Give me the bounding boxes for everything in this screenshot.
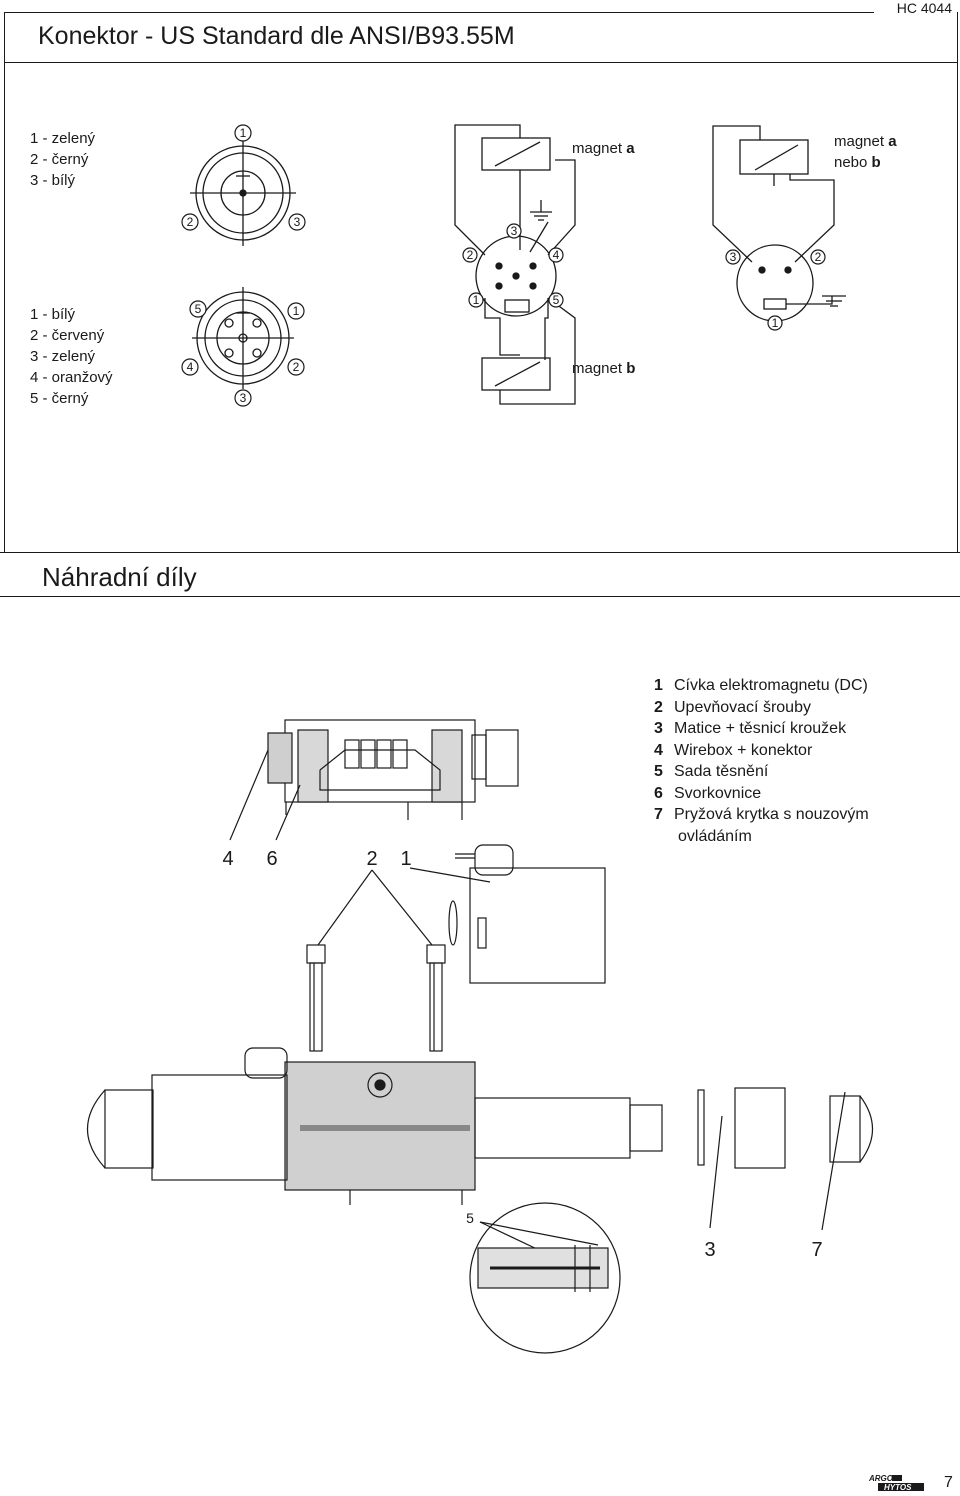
pin-label-5pin-2: 2 xyxy=(287,358,305,376)
callout-2: 2 xyxy=(366,848,377,870)
wire-item: 3 - bílý xyxy=(30,172,76,189)
connector-diagrams: 1 2 3 1 2 3 4 5 1 2 3 4 5 1 2 3 magnet a… xyxy=(181,124,897,407)
wire-item: 2 - černý xyxy=(30,151,89,168)
svg-text:4: 4 xyxy=(553,248,560,262)
section-title: Náhradní díly xyxy=(42,562,197,592)
pin-label-5pin-4: 4 xyxy=(181,358,199,376)
pin-label-schem5-4: 4 xyxy=(548,247,564,263)
magnet-b-label: magnet b xyxy=(572,360,635,377)
wire-list-5pin: 1 - bílý 2 - červený 3 - zelený 4 - oran… xyxy=(30,304,113,409)
screws-drawing xyxy=(306,944,446,1052)
seal-detail-drawing xyxy=(469,1202,621,1354)
pin-label-schem3-2: 2 xyxy=(810,249,826,265)
section-rule-bottom xyxy=(0,596,960,597)
svg-text:2: 2 xyxy=(467,248,474,262)
svg-text:1: 1 xyxy=(293,304,300,318)
wirebox-drawing xyxy=(267,719,519,820)
svg-text:3: 3 xyxy=(511,224,518,238)
callout-3: 3 xyxy=(704,1239,715,1261)
callout-4: 4 xyxy=(222,848,233,870)
document-code: HC 4044 xyxy=(896,0,952,16)
page-title: Konektor - US Standard dle ANSI/B93.55M xyxy=(38,22,515,50)
svg-text:1: 1 xyxy=(240,126,247,140)
svg-text:2: 2 xyxy=(815,250,822,264)
wire-item: 4 - oranžový xyxy=(30,369,113,386)
pin-label-schem3-1: 1 xyxy=(767,315,783,331)
schematic-5pole xyxy=(454,124,576,405)
nut-and-cap-drawing xyxy=(697,1087,873,1169)
exploded-drawing: 4 6 2 1 5 3 7 xyxy=(86,719,873,1354)
pin-label-schem3-3: 3 xyxy=(725,249,741,265)
wire-item: 5 - černý xyxy=(30,390,89,407)
wire-item: 1 - bílý xyxy=(30,306,76,323)
svg-text:2: 2 xyxy=(187,215,194,229)
wire-item: 2 - červený xyxy=(30,327,105,344)
pin-label-5pin-1: 1 xyxy=(287,302,305,320)
pin-label-3pin-3: 3 xyxy=(288,213,306,231)
svg-text:5: 5 xyxy=(195,302,202,316)
callout-7: 7 xyxy=(811,1239,822,1261)
magnet-a-label: magnet a xyxy=(572,140,635,157)
connector-3pin-face xyxy=(190,140,296,246)
brand-logo: ARGO HYTOS xyxy=(866,1473,924,1492)
valve-body-drawing xyxy=(86,1047,663,1205)
wire-list-3pin: 1 - zelený 2 - černý 3 - bílý xyxy=(30,128,95,191)
pin-label-3pin-1: 1 xyxy=(234,124,252,142)
pin-label-schem5-2: 2 xyxy=(462,247,478,263)
callout-1: 1 xyxy=(400,848,411,870)
schematic-3pole xyxy=(712,125,846,322)
pin-label-3pin-2: 2 xyxy=(181,213,199,231)
svg-text:3: 3 xyxy=(730,250,737,264)
callout-5: 5 xyxy=(466,1210,474,1226)
page-number: 7 xyxy=(944,1474,953,1491)
svg-text:5: 5 xyxy=(553,293,560,307)
svg-text:HYTOS: HYTOS xyxy=(884,1483,912,1491)
magnet-ab-label-line2: nebo b xyxy=(834,154,881,171)
connector-5pin-face xyxy=(192,287,294,389)
section-rule-top xyxy=(0,552,960,553)
svg-text:ARGO: ARGO xyxy=(868,1474,894,1483)
svg-text:2: 2 xyxy=(293,360,300,374)
svg-text:1: 1 xyxy=(473,293,480,307)
coil-drawing xyxy=(455,844,606,984)
svg-text:1: 1 xyxy=(772,316,779,330)
svg-text:4: 4 xyxy=(187,360,194,374)
magnet-ab-label-line1: magnet a xyxy=(834,133,897,150)
callout-6: 6 xyxy=(266,848,277,870)
pin-label-5pin-5: 5 xyxy=(189,300,207,318)
pin-label-schem5-5: 5 xyxy=(548,292,564,308)
wire-item: 3 - zelený xyxy=(30,348,96,365)
svg-text:3: 3 xyxy=(240,391,247,405)
header-box xyxy=(4,12,958,63)
pin-label-5pin-3: 3 xyxy=(234,389,252,407)
pin-label-schem5-1: 1 xyxy=(468,292,484,308)
pin-label-schem5-3: 3 xyxy=(506,223,522,239)
list-item-continuation: ovládáním xyxy=(678,827,752,845)
callout-leaders xyxy=(229,749,846,1261)
svg-text:3: 3 xyxy=(294,215,301,229)
header-rule xyxy=(4,12,874,13)
wire-item: 1 - zelený xyxy=(30,130,96,147)
